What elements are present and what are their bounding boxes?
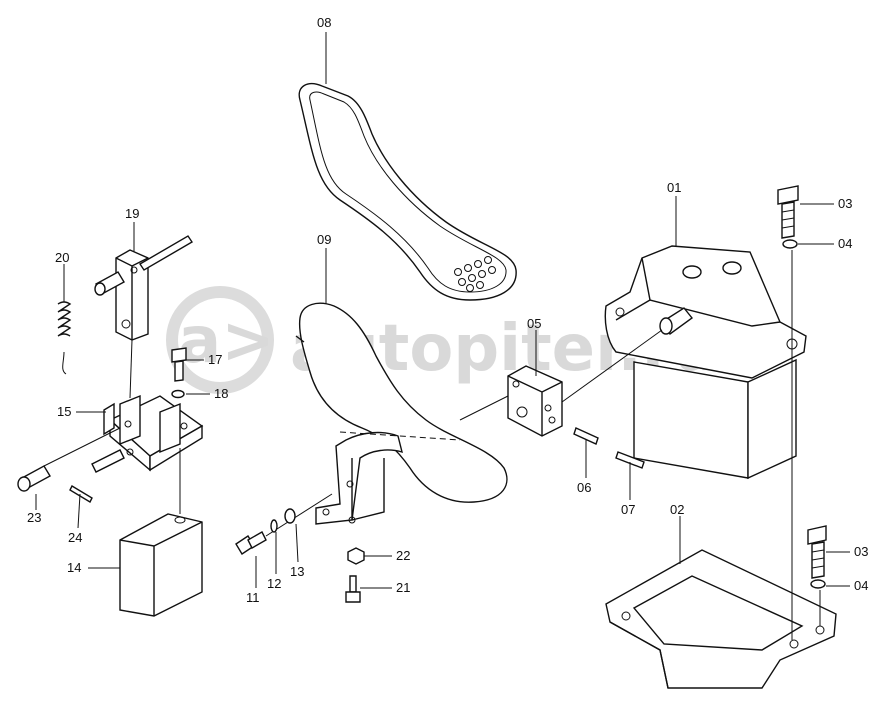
label-08: 08 — [317, 15, 331, 30]
label-11: 11 — [246, 590, 260, 605]
washer-04-bottom — [810, 579, 826, 589]
control-box-01 — [604, 245, 807, 480]
pedal-pad-08 — [298, 82, 517, 301]
label-01: 01 — [667, 180, 681, 195]
label-07: 07 — [621, 502, 635, 517]
leader-lines — [35, 32, 850, 589]
washer-04-top — [782, 239, 798, 249]
label-05: 05 — [527, 316, 541, 331]
label-23: 23 — [27, 510, 41, 525]
label-18: 15 — [57, 404, 71, 419]
pad-grip-dots — [454, 256, 496, 292]
washer-20 — [171, 389, 185, 399]
bolt-03-bottom — [807, 525, 827, 579]
bracket-18 — [43, 394, 204, 514]
label-04-top: 04 — [838, 236, 852, 251]
bolt-11 — [235, 493, 333, 555]
label-02: 02 — [670, 502, 684, 517]
label-09: 09 — [317, 232, 331, 247]
label-20: 18 — [214, 386, 228, 401]
label-14: 21 — [396, 580, 410, 595]
lever-21 — [115, 235, 193, 399]
label-24: 24 — [68, 530, 82, 545]
label-15: 22 — [396, 548, 410, 563]
label-22: 20 — [55, 250, 69, 265]
watermark-logo: a> — [178, 304, 275, 378]
label-21: 19 — [125, 206, 139, 221]
label-12: 12 — [267, 576, 281, 591]
label-03-bottom: 03 — [854, 544, 868, 559]
washer-13 — [284, 508, 296, 524]
bolt-14 — [345, 575, 361, 603]
bolt-03-top — [777, 185, 799, 239]
label-17: 14 — [67, 560, 81, 575]
pin-07 — [615, 451, 645, 469]
callout-labels: 08 09 01 03 04 05 06 07 02 03 04 19 20 1… — [27, 15, 868, 605]
nut-15 — [347, 547, 365, 565]
washer-12 — [270, 519, 278, 533]
label-13: 13 — [290, 564, 304, 579]
pin-06 — [573, 427, 599, 445]
cotter-pin-24 — [69, 485, 93, 503]
label-06: 06 — [577, 480, 591, 495]
label-19: 17 — [208, 352, 222, 367]
mount-plate-02 — [605, 549, 837, 689]
clevis-pin-23 — [17, 465, 51, 492]
spring-22 — [57, 271, 125, 375]
pedal-09 — [295, 302, 508, 525]
link-block-05 — [459, 329, 663, 437]
label-03-top: 03 — [838, 196, 852, 211]
label-04-bottom: 04 — [854, 578, 868, 593]
block-17 — [119, 513, 203, 617]
